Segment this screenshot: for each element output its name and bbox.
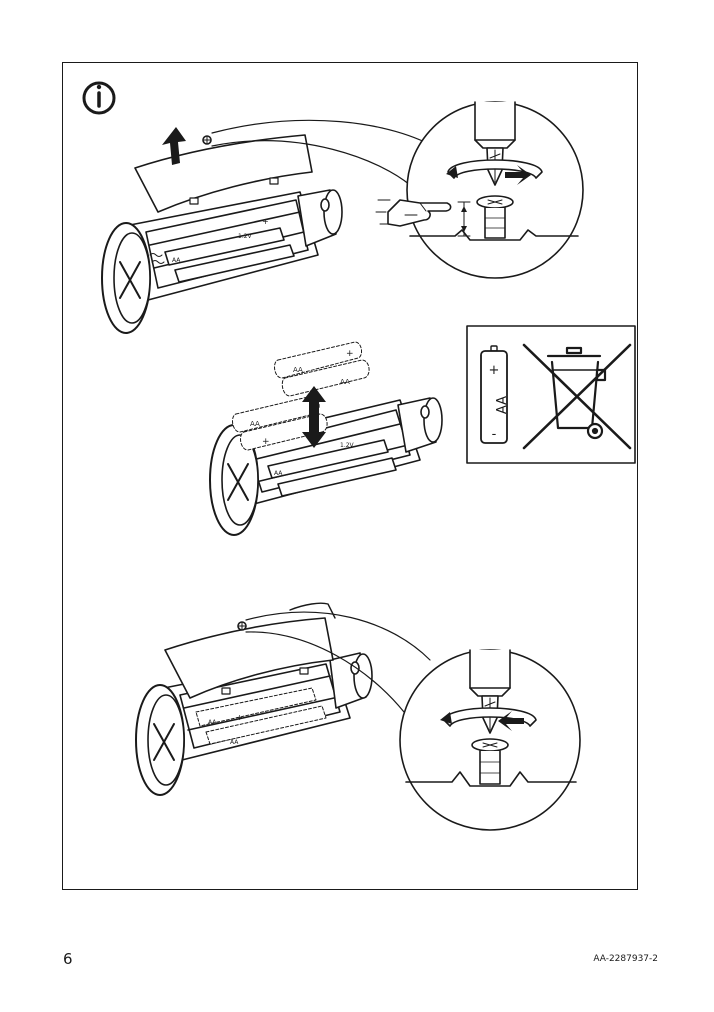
step1-light-body: AA 1.2V + bbox=[101, 189, 343, 334]
battery-minus-mark: - bbox=[492, 427, 497, 442]
dashed-batteries bbox=[232, 341, 370, 451]
insert-remove-arrow-icon bbox=[302, 386, 326, 448]
document-code: AA-2287937-2 bbox=[593, 954, 658, 964]
step2-light-body: AA 1.2V bbox=[209, 397, 443, 536]
battery-plus-mark: + bbox=[489, 363, 500, 378]
cell-aa-mark: AA bbox=[293, 366, 303, 374]
cell-aa-mark: AA bbox=[274, 470, 283, 477]
cell-aa-mark: AA bbox=[172, 257, 181, 264]
instruction-frame bbox=[62, 62, 638, 890]
cell-aa-mark: AA bbox=[230, 739, 239, 746]
page-number: 6 bbox=[63, 950, 73, 968]
cell-plus-mark: + bbox=[346, 349, 354, 359]
aa-battery-icon: + AA - bbox=[480, 345, 510, 444]
battery-type-label: AA bbox=[495, 396, 510, 414]
pointing-hand-icon bbox=[375, 199, 452, 227]
cell-plus-mark: + bbox=[236, 713, 243, 722]
step3-cover bbox=[164, 602, 336, 699]
cell-aa-mark: AA bbox=[208, 719, 217, 726]
step3-light-body: AA AA + bbox=[135, 652, 373, 796]
crossed-out-wheelie-bin-icon bbox=[522, 343, 632, 450]
cell-aa-mark: AA bbox=[250, 420, 260, 428]
cell-voltage-mark: 1.2V bbox=[340, 442, 355, 449]
detail-circle-tighten bbox=[399, 649, 581, 831]
cell-plus-mark: + bbox=[262, 437, 270, 447]
detail-circle-unscrew bbox=[406, 101, 584, 279]
info-circle-icon bbox=[82, 81, 116, 115]
weee-notice-box: + AA - bbox=[466, 325, 636, 464]
cell-voltage-mark: 1.2V bbox=[238, 233, 253, 240]
lift-arrow-icon bbox=[162, 127, 186, 165]
cell-plus-mark: + bbox=[262, 217, 269, 226]
step1-cover-lifted bbox=[134, 134, 313, 213]
cell-aa-mark: AA bbox=[340, 378, 350, 386]
